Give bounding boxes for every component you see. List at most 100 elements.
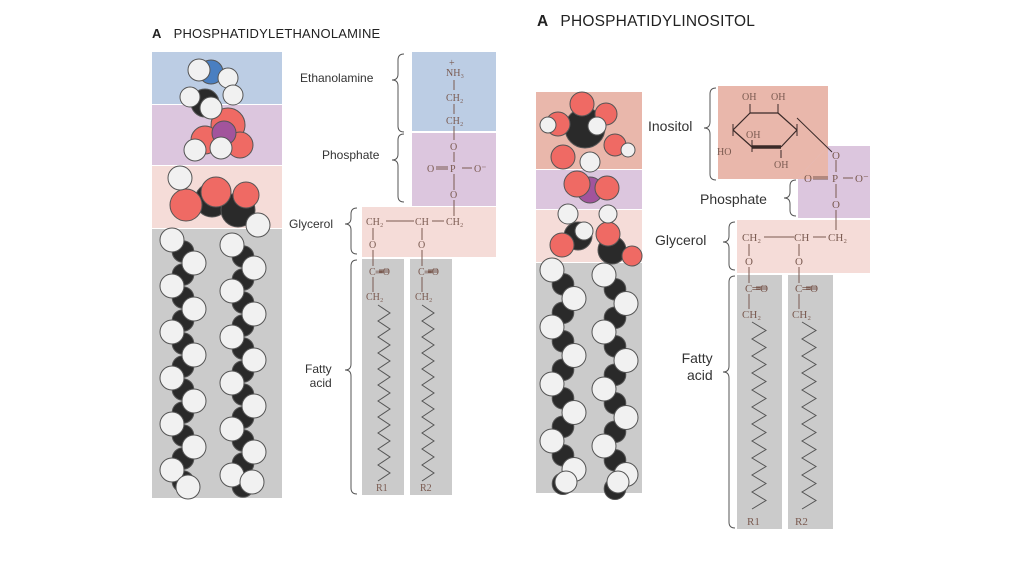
hydrogen-atom xyxy=(620,142,636,158)
right-bonds xyxy=(748,160,853,309)
hydrogen-atom xyxy=(613,405,639,430)
right-panel-title-text: PHOSPHATIDYLINOSITOL xyxy=(560,13,756,30)
left-o-minus: O⁻ xyxy=(474,164,487,175)
hydrogen-atom xyxy=(591,262,617,288)
left-ester-o-2: O xyxy=(418,240,425,251)
hydrogen-atom xyxy=(175,474,201,500)
brace-fatty-acid-right xyxy=(722,275,736,529)
hydrogen-atom xyxy=(181,434,207,460)
hydrogen-atom xyxy=(561,343,587,368)
left-r1: R1 xyxy=(376,483,388,494)
brace-phosphate xyxy=(391,133,405,203)
oxygen-atom xyxy=(569,91,595,117)
hydrogen-atom xyxy=(219,370,245,396)
hydrogen-atom xyxy=(159,457,185,483)
right-carbonyl-1: C═O xyxy=(745,283,768,295)
left-spacefill-model xyxy=(152,52,282,500)
brace-fatty-acid xyxy=(344,259,358,495)
hydrogen-atom xyxy=(159,273,185,299)
right-carbonyl-2: C═O xyxy=(795,283,818,295)
hydrogen-atom xyxy=(539,371,565,397)
left-formula: + NH₃ CH₂ CH₂ O O P O⁻ O CH₂ CH CH₂ O O … xyxy=(344,52,496,495)
hydrogen-atom xyxy=(241,439,267,465)
left-fatty-chain-1 xyxy=(377,304,391,482)
hydrogen-atom xyxy=(219,416,245,442)
right-oh-3: OH xyxy=(746,130,760,141)
right-formula: OH OH OH HO OH O O P O⁻ O CH₂ CH CH₂ O O… xyxy=(703,86,870,529)
right-r2: R2 xyxy=(795,516,808,528)
oxygen-atom xyxy=(563,170,591,198)
hydrogen-atom xyxy=(245,212,271,238)
left-plus: + xyxy=(449,58,455,69)
right-r1: R1 xyxy=(747,516,760,528)
label-fatty-line2: acid xyxy=(309,376,332,390)
left-ch2-a: CH₂ xyxy=(446,93,463,104)
hydrogen-atom xyxy=(159,227,185,253)
right-o-dbl: O xyxy=(804,173,812,185)
label-ethanolamine: Ethanolamine xyxy=(300,71,374,85)
left-atoms xyxy=(159,58,271,500)
left-ch2-b: CH₂ xyxy=(446,116,463,127)
hydrogen-atom xyxy=(539,257,565,283)
right-panel-letter: A xyxy=(537,13,549,30)
brace-ethanolamine xyxy=(391,53,405,133)
right-ho: HO xyxy=(717,147,731,158)
hydrogen-atom xyxy=(557,203,579,225)
left-formula-band-fatty-2 xyxy=(410,259,452,495)
left-o-dbl: O xyxy=(427,164,434,175)
hydrogen-atom xyxy=(179,86,201,108)
left-carbonyl-2: C═O xyxy=(418,267,439,278)
hydrogen-atom xyxy=(222,84,244,106)
right-chain-ch2-2: CH₂ xyxy=(792,309,811,321)
left-p: P xyxy=(450,164,456,175)
hydrogen-atom xyxy=(613,348,639,373)
right-gly-ch2-left: CH₂ xyxy=(742,232,761,244)
brace-phosphate-right xyxy=(783,179,797,217)
hydrogen-atom xyxy=(587,116,607,136)
hydrogen-atom xyxy=(167,165,193,191)
left-o-top: O xyxy=(450,142,457,153)
right-gly-ch2-right: CH₂ xyxy=(828,232,847,244)
right-formula-band-glycerol xyxy=(737,220,870,273)
oxygen-atom xyxy=(200,176,232,208)
right-chain-ch2-1: CH₂ xyxy=(742,309,761,321)
right-oh-4: OH xyxy=(774,160,788,171)
right-spacefill-model xyxy=(536,91,643,501)
left-o-bottom: O xyxy=(450,190,457,201)
hydrogen-atom xyxy=(241,393,267,419)
left-formula-band-fatty-1 xyxy=(362,259,404,495)
left-chain-ch2-2: CH₂ xyxy=(415,292,432,303)
hydrogen-atom xyxy=(539,116,557,134)
right-fatty-chain-1 xyxy=(751,321,767,510)
label-phosphate-right: Phosphate xyxy=(700,191,767,207)
oxygen-atom xyxy=(169,188,203,222)
oxygen-atom xyxy=(550,144,576,170)
left-formula-band-ethanolamine xyxy=(412,52,496,131)
right-ester-o-2: O xyxy=(795,256,803,268)
hydrogen-atom xyxy=(181,388,207,414)
hydrogen-atom xyxy=(199,96,223,120)
left-bonds xyxy=(372,80,472,292)
oxygen-atom xyxy=(621,245,643,267)
right-ester-o-1: O xyxy=(745,256,753,268)
brace-glycerol-right xyxy=(722,221,736,271)
brace-glycerol xyxy=(344,207,358,255)
hydrogen-atom xyxy=(574,221,594,241)
hydrogen-atom xyxy=(539,314,565,340)
label-inositol: Inositol xyxy=(648,118,693,134)
hydrogen-atom xyxy=(591,376,617,402)
right-o-minus: O⁻ xyxy=(855,173,869,185)
hydrogen-atom xyxy=(219,278,245,304)
left-panel-letter: A xyxy=(152,26,162,41)
hydrogen-atom xyxy=(554,470,578,494)
left-gly-ch2-left: CH₂ xyxy=(366,217,383,228)
label-fatty-line1-right: Fatty xyxy=(681,350,713,366)
left-formula-band-phosphate xyxy=(412,133,496,206)
label-glycerol-right: Glycerol xyxy=(655,232,707,248)
hydrogen-atom xyxy=(561,286,587,311)
hydrogen-atom xyxy=(579,151,601,173)
hydrogen-atom xyxy=(183,138,207,162)
left-ester-o-1: O xyxy=(369,240,376,251)
hydrogen-atom xyxy=(181,296,207,322)
right-fatty-chain-2 xyxy=(801,321,817,510)
